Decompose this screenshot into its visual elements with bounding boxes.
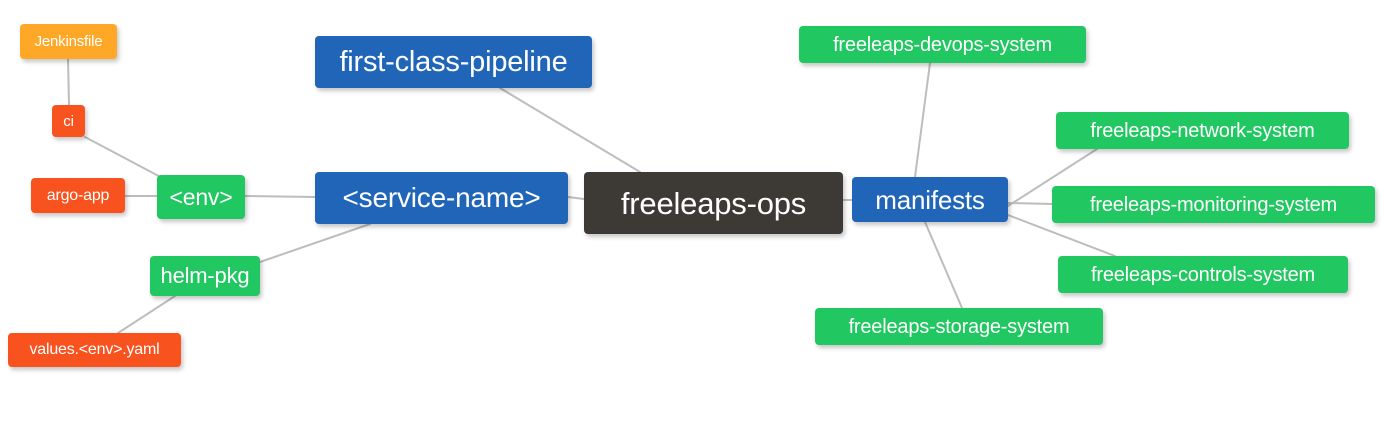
node-label-freeleaps-controls-system: freeleaps-controls-system xyxy=(1091,263,1315,286)
node-freeleaps-controls-system[interactable]: freeleaps-controls-system xyxy=(1058,256,1348,293)
node-first-class-pipeline[interactable]: first-class-pipeline xyxy=(315,36,592,88)
node-freeleaps-network-system[interactable]: freeleaps-network-system xyxy=(1056,112,1349,149)
edge-freeleaps-devops-system-to-manifests xyxy=(914,62,931,178)
node-label-freeleaps-storage-system: freeleaps-storage-system xyxy=(848,315,1070,338)
edge-env-to-service-name xyxy=(244,195,316,198)
node-label-service-name: <service-name> xyxy=(342,182,541,213)
edge-first-class-pipeline-to-freeleaps-ops xyxy=(499,87,641,173)
edge-service-name-to-freeleaps-ops xyxy=(567,196,585,200)
node-argo-app[interactable]: argo-app xyxy=(31,178,125,213)
node-label-jenkinsfile: Jenkinsfile xyxy=(34,33,103,50)
edge-service-name-to-helm-pkg xyxy=(259,223,371,263)
node-label-helm-pkg: helm-pkg xyxy=(160,263,250,288)
node-label-freeleaps-monitoring-system: freeleaps-monitoring-system xyxy=(1090,193,1337,216)
node-label-freeleaps-devops-system: freeleaps-devops-system xyxy=(833,33,1052,56)
node-values-env-yaml[interactable]: values.<env>.yaml xyxy=(8,333,181,367)
node-service-name[interactable]: <service-name> xyxy=(315,172,568,224)
node-label-manifests: manifests xyxy=(875,184,985,215)
node-env[interactable]: <env> xyxy=(157,175,245,219)
edge-manifests-to-freeleaps-monitoring-system xyxy=(1007,202,1053,205)
node-freeleaps-monitoring-system[interactable]: freeleaps-monitoring-system xyxy=(1052,186,1375,223)
node-label-env: <env> xyxy=(169,183,233,210)
edge-manifests-to-freeleaps-storage-system xyxy=(924,221,963,309)
node-label-freeleaps-ops: freeleaps-ops xyxy=(620,185,807,221)
node-freeleaps-storage-system[interactable]: freeleaps-storage-system xyxy=(815,308,1103,345)
node-label-argo-app: argo-app xyxy=(46,186,110,204)
node-label-values-env-yaml: values.<env>.yaml xyxy=(29,341,160,358)
node-ci[interactable]: ci xyxy=(52,105,85,137)
node-freeleaps-devops-system[interactable]: freeleaps-devops-system xyxy=(799,26,1086,63)
edge-helm-pkg-to-values-env-yaml xyxy=(117,295,176,334)
node-label-first-class-pipeline: first-class-pipeline xyxy=(339,45,568,78)
node-label-freeleaps-network-system: freeleaps-network-system xyxy=(1090,119,1315,142)
node-manifests[interactable]: manifests xyxy=(852,177,1008,222)
node-jenkinsfile[interactable]: Jenkinsfile xyxy=(20,24,117,59)
node-label-ci: ci xyxy=(63,112,74,130)
node-freeleaps-ops[interactable]: freeleaps-ops xyxy=(584,172,843,234)
node-helm-pkg[interactable]: helm-pkg xyxy=(150,256,260,296)
edge-jenkinsfile-to-ci xyxy=(67,58,70,106)
